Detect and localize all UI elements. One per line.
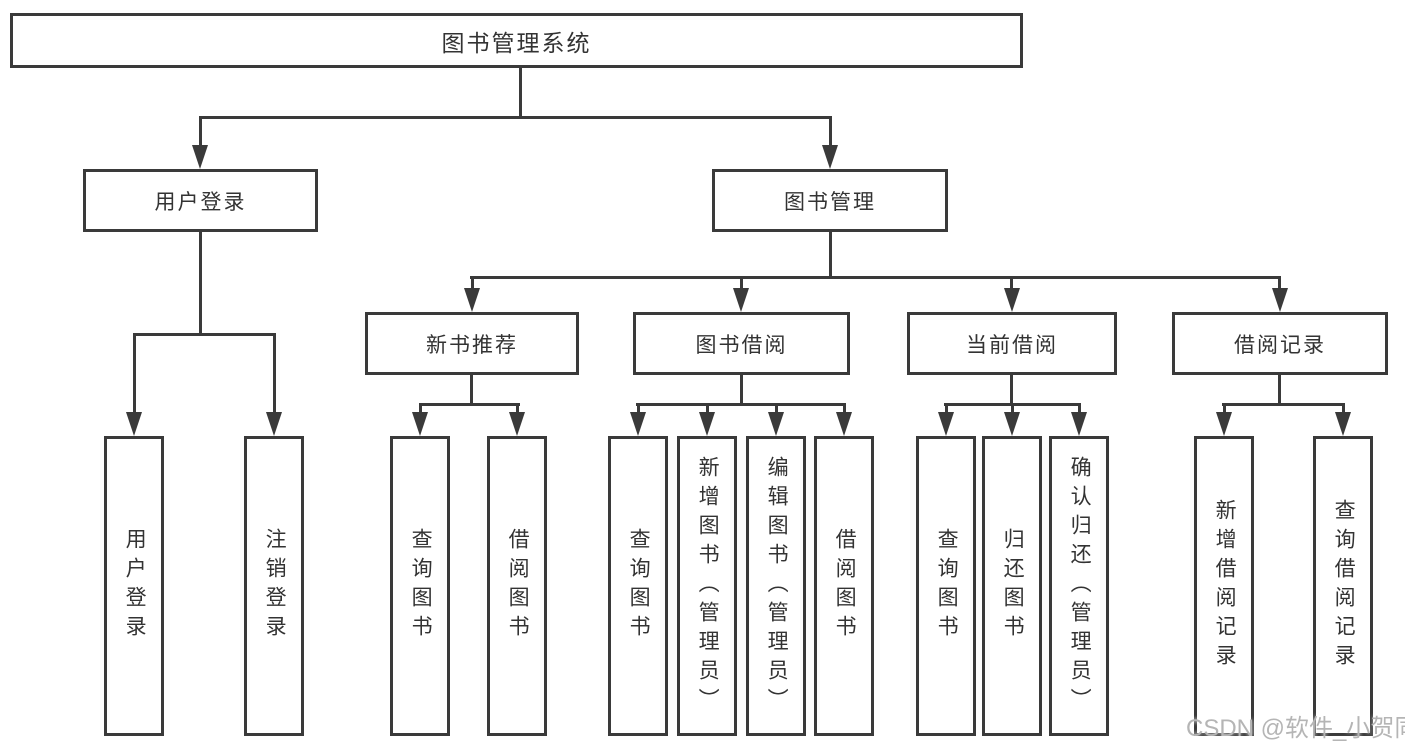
arrow-down-icon [1071,412,1087,436]
leaf-label: 借阅图书 [833,528,857,644]
connector-line [199,232,202,335]
connector-line [1010,375,1013,405]
connector-line [775,403,778,414]
node-new-book-recommend: 新书推荐 [365,312,579,375]
leaf-borrow-books-recommend: 借阅图书 [487,436,547,736]
connector-line [419,403,422,414]
connector-line [1010,276,1013,290]
arrow-down-icon [836,412,852,436]
arrow-down-icon [1335,412,1351,436]
connector-line [1011,403,1014,414]
arrow-down-icon [509,412,525,436]
connector-line [419,403,520,406]
arrow-down-icon [699,412,715,436]
leaf-query-books-borrow: 查询图书 [608,436,668,736]
arrow-down-icon [412,412,428,436]
arrow-down-icon [822,145,838,169]
watermark: CSDN @软件_小贺同学 [1186,715,1405,742]
arrow-down-icon [938,412,954,436]
connector-line [516,403,519,414]
leaf-add-books-admin: 新增图书（管理员） [677,436,737,736]
arrow-down-icon [1004,288,1020,312]
connector-line [133,333,136,413]
connector-line [829,232,832,278]
node-book-borrow: 图书借阅 [633,312,850,375]
connector-line [636,403,846,406]
arrow-down-icon [1272,288,1288,312]
leaf-label: 新增借阅记录 [1213,499,1237,673]
leaf-query-books-current: 查询图书 [916,436,976,736]
arrow-down-icon [1004,412,1020,436]
leaf-logout: 注销登录 [244,436,304,736]
connector-line [740,375,743,405]
connector-line [829,116,832,147]
connector-line [470,375,473,405]
connector-line [945,403,948,414]
node-current-borrow: 当前借阅 [907,312,1117,375]
arrow-down-icon [126,412,142,436]
node-book-management: 图书管理 [712,169,948,232]
connector-line [133,333,276,336]
leaf-label: 查询图书 [935,528,959,644]
leaf-borrow-books: 借阅图书 [814,436,874,736]
leaf-edit-books-admin: 编辑图书（管理员） [746,436,806,736]
connector-line [1222,403,1345,406]
node-borrow-records: 借阅记录 [1172,312,1388,375]
leaf-query-books-recommend: 查询图书 [390,436,450,736]
leaf-label: 归还图书 [1001,528,1025,644]
node-library-system-root: 图书管理系统 [10,13,1023,68]
connector-line [1278,276,1281,290]
leaf-label: 借阅图书 [506,528,530,644]
leaf-label: 新增图书（管理员） [696,455,720,717]
connector-line [637,403,640,414]
arrow-down-icon [630,412,646,436]
leaf-add-borrow-record: 新增借阅记录 [1194,436,1254,736]
connector-line [1223,403,1226,414]
leaf-label: 查询图书 [627,528,651,644]
leaf-return-books: 归还图书 [982,436,1042,736]
connector-line [519,68,522,117]
connector-line [1278,375,1281,405]
connector-line [199,116,202,147]
connector-line [1078,403,1081,414]
arrow-down-icon [768,412,784,436]
connector-line [1342,403,1345,414]
arrow-down-icon [266,412,282,436]
leaf-label: 用户登录 [123,528,147,644]
connector-line [470,276,1281,279]
connector-line [199,116,832,119]
leaf-user-login: 用户登录 [104,436,164,736]
connector-line [471,276,474,290]
arrow-down-icon [464,288,480,312]
leaf-label: 确认归还（管理员） [1068,455,1092,717]
leaf-label: 查询借阅记录 [1332,499,1356,673]
connector-line [843,403,846,414]
connector-line [706,403,709,414]
leaf-label: 注销登录 [263,528,287,644]
arrow-down-icon [1216,412,1232,436]
leaf-label: 编辑图书（管理员） [765,455,789,717]
arrow-down-icon [192,145,208,169]
node-user-login: 用户登录 [83,169,318,232]
connector-line [740,276,743,290]
leaf-confirm-return-admin: 确认归还（管理员） [1049,436,1109,736]
connector-line [273,333,276,413]
arrow-down-icon [733,288,749,312]
leaf-query-borrow-record: 查询借阅记录 [1313,436,1373,736]
leaf-label: 查询图书 [409,528,433,644]
